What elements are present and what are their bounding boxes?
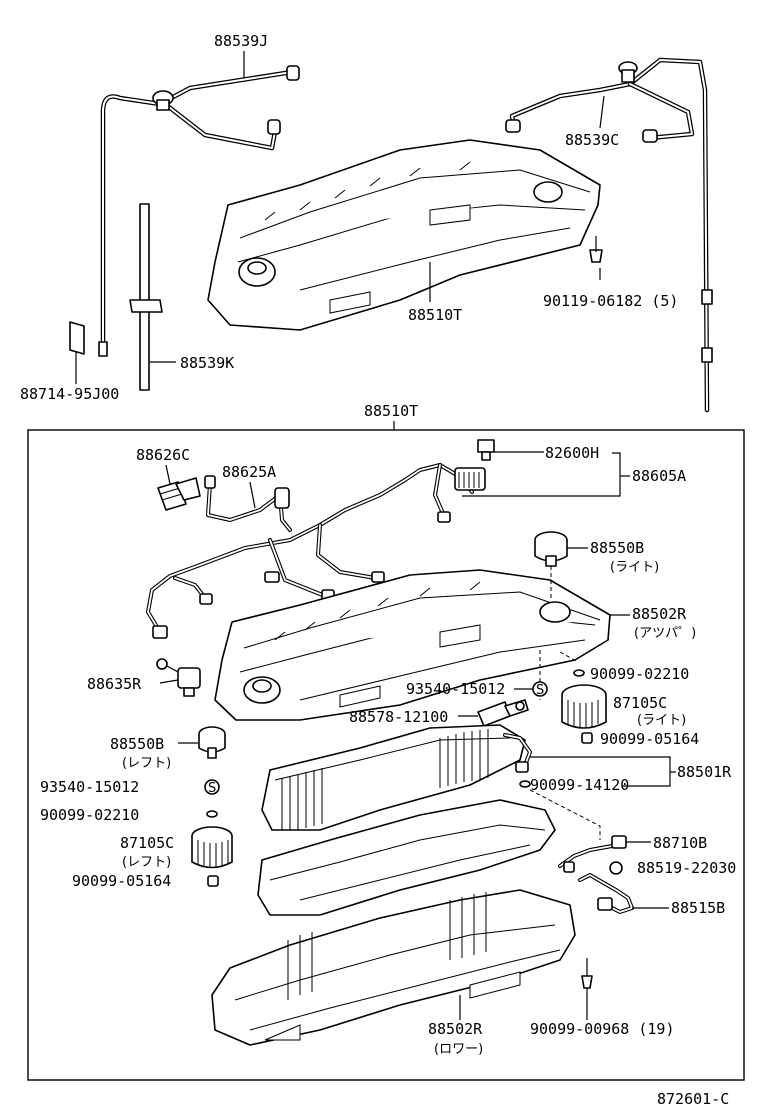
label-88539j: 88539J: [214, 32, 268, 50]
oring-90099-14120: [519, 780, 531, 788]
label-88502r-lower: 88502R: [428, 1020, 483, 1038]
label-88550b-left-sub: (レフト): [122, 756, 171, 771]
motor-87105c-right: [561, 684, 607, 729]
label-90099-02210-right: 90099-02210: [590, 665, 689, 683]
label-88501r: 88501R: [677, 763, 732, 781]
label-90099-14120: 90099-14120: [530, 776, 629, 794]
core-88501r: [261, 724, 532, 831]
label-93540-15012-left: 93540-15012: [40, 778, 139, 796]
label-88710b: 88710B: [653, 834, 707, 852]
motor-87105c-left: [191, 826, 233, 869]
label-88626c: 88626C: [136, 446, 190, 464]
label-93540-15012-right: 93540-15012: [406, 680, 505, 698]
actuator-88550b-right: [534, 531, 568, 600]
unit-88510t-top: [207, 139, 603, 331]
label-88502r-upper: 88502R: [632, 605, 687, 623]
label-88502r-upper-sub: (アツパ゜): [634, 626, 696, 641]
wire-harness-88605a: [146, 463, 486, 639]
screw-90099-05164-right: [581, 732, 593, 744]
label-90119-06182: 90119-06182 (5): [543, 292, 678, 310]
housing-88502r-upper: [214, 569, 611, 721]
label-88519-22030: 88519-22030: [637, 859, 736, 877]
label-88502r-lower-sub: (ロワー): [434, 1042, 483, 1057]
oring-90099-02210-left: [206, 810, 218, 818]
sensor-88710b-88515b: [529, 789, 634, 914]
hose-88539c: [505, 57, 713, 413]
part-88578-12100: [477, 699, 529, 727]
label-88510t-top: 88510T: [408, 306, 462, 324]
label-88635r: 88635R: [87, 675, 142, 693]
screw-90099-05164-left: [207, 875, 219, 887]
label-88550b-right: 88550B: [590, 539, 644, 557]
clip-93540-15012-right: S: [532, 681, 548, 698]
connector-82600h: [477, 439, 495, 461]
rod-88539k: [129, 203, 176, 391]
label-88510t-box: 88510T: [364, 402, 418, 420]
housing-middle-tray: [257, 799, 556, 916]
oring-90099-02210-right: [573, 669, 585, 677]
label-87105c-left: 87105C: [120, 834, 174, 852]
screw-90099-00968: [581, 958, 593, 1000]
label-87105c-right: 87105C: [613, 694, 667, 712]
label-90099-05164-left: 90099-05164: [72, 872, 171, 890]
clip-93540-15012-left: S: [204, 779, 220, 796]
housing-88502r-lower: [211, 889, 576, 1046]
label-88539k: 88539K: [180, 354, 234, 372]
label-88550b-left: 88550B: [110, 735, 164, 753]
label-88550b-right-sub: (ライト): [610, 560, 659, 575]
label-90099-02210-left: 90099-02210: [40, 806, 139, 824]
clip-s-symbol-right: S: [536, 683, 544, 698]
clip-88714-95j00: [69, 321, 85, 384]
clip-s-symbol-left: S: [208, 781, 216, 796]
label-90099-05164-right: 90099-05164: [600, 730, 699, 748]
label-88625a: 88625A: [222, 463, 276, 481]
sensor-88626c: [157, 477, 201, 511]
hose-88539j: [98, 65, 300, 357]
figure-code: 872601-C: [657, 1090, 729, 1108]
wire-88625a: [204, 475, 292, 532]
label-87105c-right-sub: (ライト): [637, 713, 686, 728]
connector-88635r: [156, 658, 201, 697]
label-88539c: 88539C: [565, 131, 619, 149]
label-88605a: 88605A: [632, 467, 686, 485]
actuator-88550b-left: [198, 726, 226, 759]
assembly-box: [27, 429, 745, 1081]
label-82600h: 82600H: [545, 444, 599, 462]
label-90099-00968: 90099-00968 (19): [530, 1020, 675, 1038]
label-88714-95j00: 88714-95J00: [20, 385, 119, 403]
label-88578-12100: 88578-12100: [349, 708, 448, 726]
label-87105c-left-sub: (レフト): [122, 855, 171, 870]
label-88515b: 88515B: [671, 899, 725, 917]
